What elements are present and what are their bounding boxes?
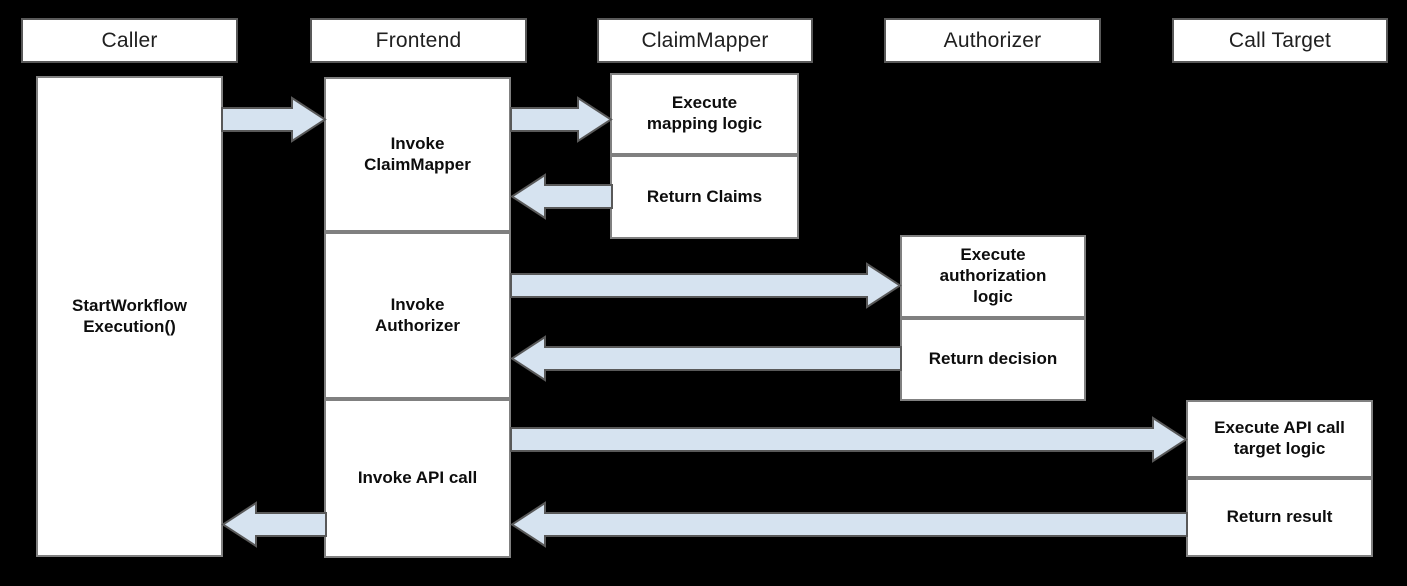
- lifeline-label-frontend: Frontend: [375, 28, 462, 52]
- lifeline-header-caller: Caller: [21, 18, 238, 63]
- lifeline-label-claimmapper: ClaimMapper: [641, 28, 769, 52]
- lifeline-header-authorizer: Authorizer: [884, 18, 1101, 63]
- activation-label-authorizer-return-decision: Return decision: [928, 349, 1058, 369]
- activation-label-calltarget-return-result: Return result: [1226, 507, 1333, 527]
- message-arrow-frontend-to-claimmapper: [510, 96, 613, 143]
- message-arrow-authorizer-to-frontend: [510, 335, 902, 382]
- activation-authorizer-return-decision: Return decision: [900, 318, 1086, 401]
- lifeline-label-call-target: Call Target: [1228, 28, 1332, 52]
- activation-label-frontend-invoke-api-call: Invoke API call: [357, 468, 478, 488]
- lifeline-label-authorizer: Authorizer: [943, 28, 1042, 52]
- message-arrow-call-target-to-frontend: [510, 501, 1188, 548]
- lifeline-header-call-target: Call Target: [1172, 18, 1388, 63]
- message-arrow-frontend-to-authorizer: [510, 262, 902, 309]
- lifeline-label-caller: Caller: [101, 28, 158, 52]
- activation-calltarget-return-result: Return result: [1186, 478, 1373, 557]
- message-arrow-claimmapper-to-frontend: [510, 173, 613, 220]
- lifeline-header-claimmapper: ClaimMapper: [597, 18, 813, 63]
- message-arrow-frontend-to-call-target: [510, 416, 1188, 463]
- lifeline-header-frontend: Frontend: [310, 18, 527, 63]
- activation-label-claimmapper-return-claims: Return Claims: [646, 186, 763, 206]
- activation-frontend-invoke-api-call: Invoke API call: [324, 399, 511, 558]
- message-arrow-caller-to-frontend: [221, 96, 327, 143]
- message-arrow-frontend-to-caller: [221, 501, 327, 548]
- activation-claimmapper-return-claims: Return Claims: [610, 155, 799, 239]
